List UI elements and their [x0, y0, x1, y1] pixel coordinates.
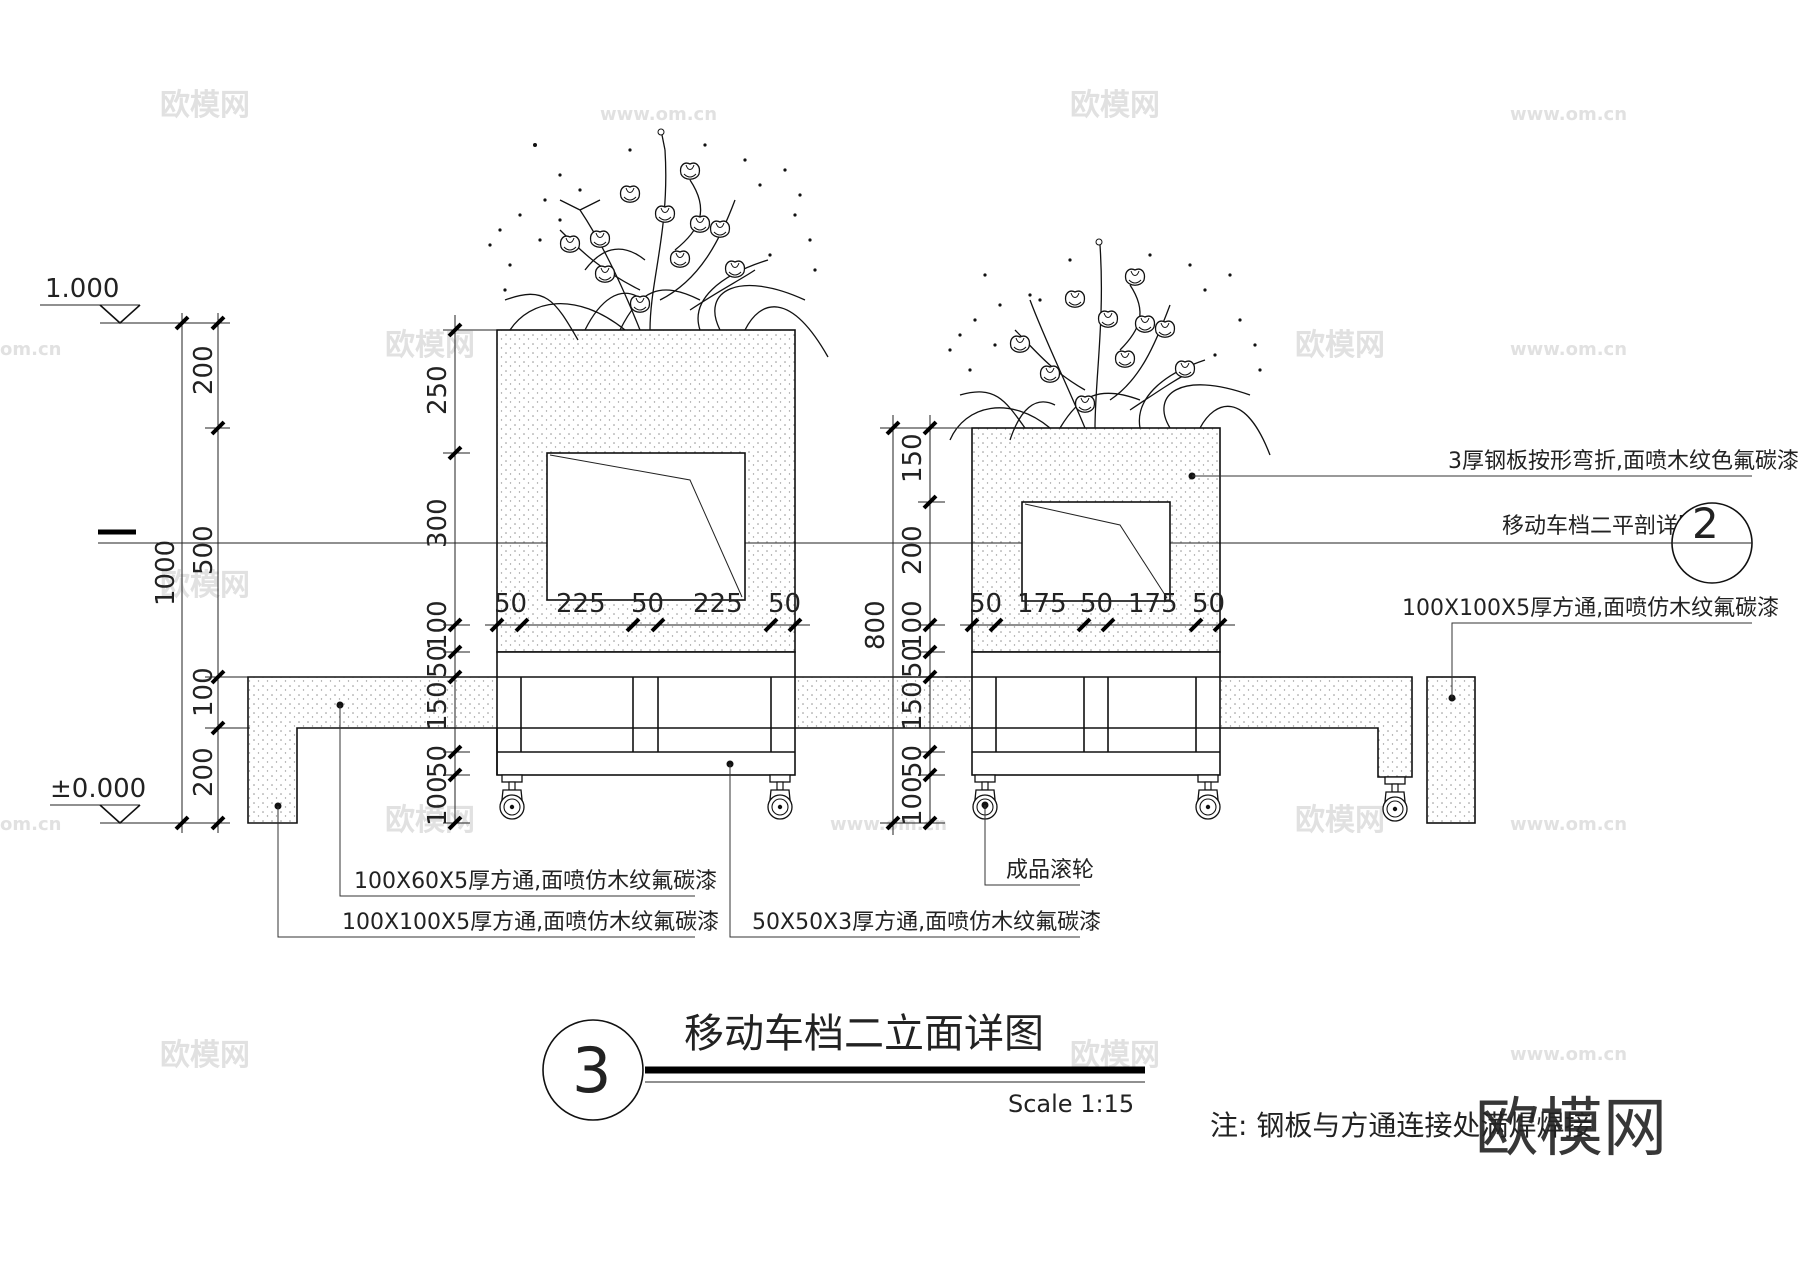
- watermark-url: www.om.cn: [1510, 104, 1627, 125]
- level-marker-top: 1.000: [40, 274, 170, 325]
- dim-p2-h175b: 175: [1128, 589, 1178, 619]
- dim-p1-h225b: 225: [693, 589, 743, 619]
- planter-1-window: [546, 452, 746, 601]
- dim-p2-100: 100: [898, 600, 928, 650]
- watermark-brand: 欧模网: [160, 1038, 250, 1073]
- watermark-brand: 欧模网: [160, 88, 250, 123]
- watermark-url: www.om.cn: [600, 104, 717, 125]
- planter-2-caster-right: [1195, 774, 1221, 820]
- title-block: 3 移动车档二立面详图 Scale 1:15 注: 钢板与方通连接处满焊焊接: [542, 1011, 1592, 1142]
- note-steel-plate: 3厚钢板按形弯折,面喷木纹色氟碳漆: [1448, 449, 1799, 474]
- dim-left-200-bottom: 200: [189, 747, 219, 797]
- dim-p2-h50c: 50: [1192, 589, 1225, 619]
- planter-1-plant: [488, 128, 829, 358]
- note-tube-100x60: 100X60X5厚方通,面喷仿木纹氟碳漆: [354, 869, 717, 894]
- planter-2-vertical-dims: 800 150 200 100 50 150 50 100: [861, 415, 972, 835]
- watermark-url: www.om.cn: [1510, 814, 1627, 835]
- watermark-layer: 欧模网 欧模网 欧模网 欧模网 欧模网 欧模网 欧模网 欧模网 欧模网 欧模网 …: [0, 88, 1627, 1073]
- dim-p2-h50b: 50: [1080, 589, 1113, 619]
- dim-p1-h50a: 50: [494, 589, 527, 619]
- dim-p2-h175a: 175: [1017, 589, 1067, 619]
- section-marker-2: 2: [1671, 499, 1753, 584]
- watermark-url: om.cn: [0, 339, 61, 360]
- dim-left-100: 100: [189, 667, 219, 717]
- dim-p1-100b: 100: [423, 776, 453, 826]
- watermark-url: www.om.cn: [830, 814, 947, 835]
- dim-p1-300: 300: [423, 498, 453, 548]
- dim-p2-150: 150: [898, 433, 928, 483]
- dim-left-total: 1000: [151, 540, 181, 606]
- level-ground-label: ±0.000: [50, 774, 146, 804]
- dim-p1-250: 250: [423, 365, 453, 415]
- level-top-label: 1.000: [45, 274, 119, 304]
- note-tube-50x50: 50X50X3厚方通,面喷仿木纹氟碳漆: [752, 910, 1101, 935]
- watermark-brand: 欧模网: [160, 568, 250, 603]
- planter-1-horizontal-dims: 50 225 50 225 50: [485, 589, 810, 633]
- left-dimension-chain: 1000 200 500 100 200: [151, 313, 250, 833]
- dim-p1-h50b: 50: [631, 589, 664, 619]
- planter-2-frame: [971, 651, 1221, 776]
- planter-2-window: [1021, 501, 1171, 602]
- title-scale: Scale 1:15: [1008, 1090, 1134, 1118]
- dim-p1-150: 150: [423, 681, 453, 731]
- watermark-brand: 欧模网: [1295, 803, 1385, 838]
- dim-p2-150b: 150: [898, 681, 928, 731]
- dim-p2-800: 800: [861, 600, 891, 650]
- callouts: 3厚钢板按形弯折,面喷木纹色氟碳漆 移动车档二平剖详图 100X100X5厚方通…: [274, 449, 1799, 938]
- dim-p2-100b: 100: [898, 776, 928, 826]
- footnote: 注: 钢板与方通连接处满焊焊接: [1210, 1109, 1592, 1142]
- planter-1: 250 300 100 50 150 50 100 50 225 50 225 …: [423, 128, 829, 831]
- planter-2: 800 150 200 100 50 150 50 100 50 175 50 …: [861, 238, 1271, 835]
- watermark-brand: 欧模网: [385, 328, 475, 363]
- dim-p1-h50c: 50: [768, 589, 801, 619]
- note-section-ref: 移动车档二平剖详图: [1502, 514, 1700, 539]
- dim-p1-50: 50: [423, 645, 453, 678]
- planter-1-vertical-dims: 250 300 100 50 150 50 100: [423, 315, 497, 831]
- dim-p2-50: 50: [898, 645, 928, 678]
- dim-p2-50b: 50: [898, 745, 928, 778]
- watermark-url: om.cn: [0, 814, 61, 835]
- watermark-url: www.om.cn: [1510, 1044, 1627, 1065]
- note-caster: 成品滚轮: [1006, 858, 1094, 883]
- watermark-brand-large: 欧模网: [1475, 1092, 1667, 1166]
- note-post-right: 100X100X5厚方通,面喷仿木纹氟碳漆: [1402, 596, 1779, 621]
- watermark-url: www.om.cn: [1510, 339, 1627, 360]
- watermark-brand: 欧模网: [1070, 88, 1160, 123]
- dim-left-200-top: 200: [189, 345, 219, 395]
- planter-1-frame: [496, 651, 796, 776]
- planter-2-plant: [948, 238, 1271, 456]
- dim-p2-200: 200: [898, 525, 928, 575]
- planter-2-horizontal-dims: 50 175 50 175 50: [960, 589, 1235, 633]
- planter-1-caster-left: [499, 774, 525, 820]
- dim-p1-100: 100: [423, 600, 453, 650]
- base-caster: [1382, 776, 1408, 822]
- watermark-brand: 欧模网: [1295, 328, 1385, 363]
- section-marker-number: 2: [1692, 499, 1719, 548]
- note-tube-100x100: 100X100X5厚方通,面喷仿木纹氟碳漆: [342, 910, 719, 935]
- dim-p2-h50a: 50: [969, 589, 1002, 619]
- level-marker-ground: ±0.000: [50, 774, 170, 825]
- planter-2-box: [971, 427, 1221, 653]
- dim-p1-50b: 50: [423, 745, 453, 778]
- dim-p1-h225a: 225: [556, 589, 606, 619]
- dim-left-500: 500: [189, 525, 219, 575]
- title-number: 3: [572, 1034, 611, 1107]
- planter-1-caster-right: [767, 774, 793, 820]
- title-text: 移动车档二立面详图: [684, 1011, 1044, 1057]
- section-cut-line: [98, 529, 1680, 544]
